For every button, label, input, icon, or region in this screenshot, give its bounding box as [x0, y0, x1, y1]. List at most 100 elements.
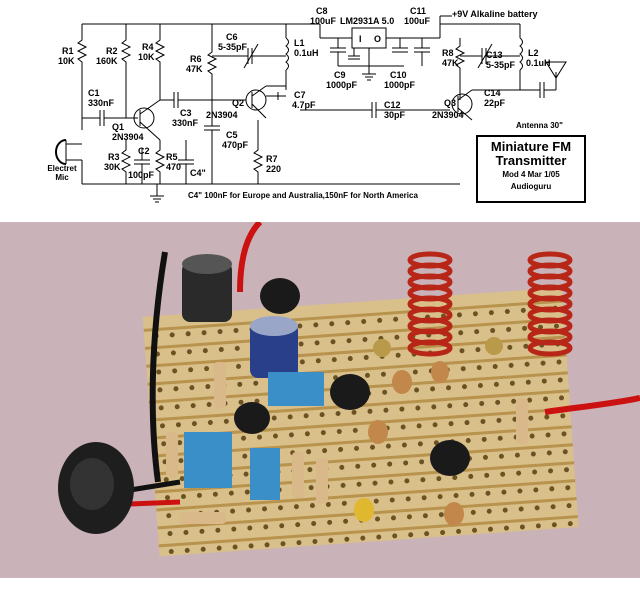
capacitor-c7 [266, 92, 286, 100]
ground-symbol [362, 73, 376, 81]
capacitor-c12 [300, 102, 450, 118]
resistor [214, 362, 226, 408]
resistor-r1 [76, 24, 88, 130]
trimmer-capacitor [485, 337, 503, 355]
capacitor-c5 [204, 100, 220, 184]
resistor-r2 [120, 24, 132, 118]
resistor [316, 458, 328, 504]
diagram-title: Miniature FM Transmitter [490, 139, 572, 168]
transistor [260, 278, 300, 314]
resistor-r5 [154, 140, 166, 184]
label-c4: C4" [190, 168, 206, 178]
mic-red-wire [129, 499, 181, 507]
ceramic-capacitor [431, 361, 449, 383]
capacitor-note: C4" 100nF for Europe and Australia,150nF… [188, 191, 418, 200]
label-regulator: LM2931A 5.0 [340, 16, 394, 26]
battery-label: +9V Alkaline battery [452, 9, 538, 19]
circuit-photo [0, 219, 640, 578]
capacitor-c9 [348, 48, 360, 60]
resistor-r4 [154, 24, 166, 100]
capacitor-c13 [460, 43, 520, 69]
transistor [430, 440, 470, 476]
film-capacitor [184, 432, 232, 488]
coil-l1 [407, 251, 453, 357]
diagram-subtitle: Mod 4 Mar 1/05 [502, 170, 560, 179]
coil-l2 [527, 251, 573, 357]
transistor-q3 [451, 89, 520, 121]
ceramic-capacitor [444, 502, 464, 526]
antenna-symbol [545, 61, 567, 90]
capacitor-c10 [392, 38, 408, 53]
schematic-diagram: I O [0, 0, 640, 215]
capacitor-c1 [82, 110, 138, 126]
resistor [292, 452, 304, 498]
transistor-q1 [133, 99, 161, 141]
red-wire-battery [237, 219, 263, 293]
red-wire-antenna [544, 395, 640, 415]
ceramic-capacitor [392, 370, 412, 394]
resistor-r7 [252, 120, 264, 184]
resistor [180, 512, 226, 524]
mic-label: Electret Mic [47, 164, 77, 182]
antenna-label: Antenna 30" [516, 121, 563, 130]
ground-symbol [150, 195, 164, 203]
film-capacitor [250, 448, 280, 500]
capacitor-c8 [330, 38, 404, 67]
title-box: Miniature FM Transmitter Mod 4 Mar 1/05 … [476, 135, 586, 203]
capacitor-c4 [178, 140, 194, 184]
resistor [516, 398, 528, 444]
transistor-q2 [245, 85, 286, 119]
resistor-r8 [454, 38, 466, 100]
resistor-r3 [120, 140, 132, 184]
inductor-l1 [285, 24, 289, 90]
capacitor-c14 [520, 82, 556, 98]
resistor-r6 [206, 24, 218, 100]
black-wire [149, 251, 168, 483]
ceramic-capacitor [354, 498, 374, 522]
mic-black-wire [129, 479, 181, 493]
regulator-pin-out: O [374, 34, 381, 44]
photo-svg [0, 219, 640, 578]
electrolytic-capacitor [182, 254, 232, 322]
transistor [234, 402, 270, 434]
inductor-l2 [519, 24, 523, 90]
trimmer-capacitor [373, 339, 391, 357]
regulator-pin-in: I [359, 34, 362, 44]
electret-microphone [58, 442, 134, 534]
capacitor-c11 [414, 38, 430, 66]
capacitor-c2 [134, 148, 150, 184]
capacitor-c6 [212, 43, 286, 69]
film-capacitor [268, 372, 324, 406]
resistor [166, 432, 178, 478]
microphone-symbol [55, 139, 83, 184]
ceramic-capacitor [368, 420, 388, 444]
diagram-author: Audioguru [510, 182, 552, 191]
schematic-svg: I O [55, 6, 567, 203]
electrolytic-capacitor [250, 316, 298, 378]
